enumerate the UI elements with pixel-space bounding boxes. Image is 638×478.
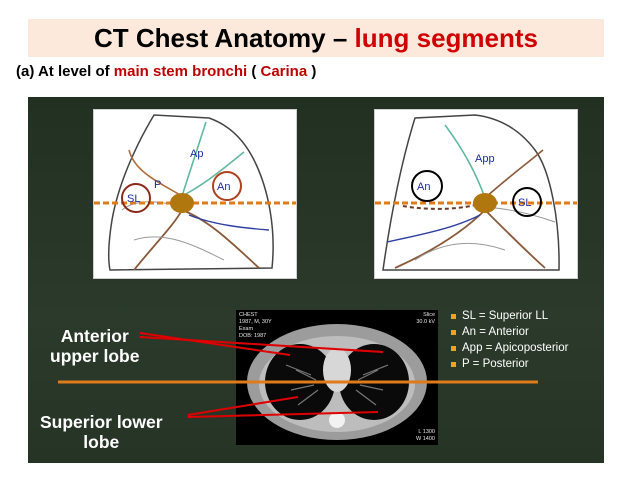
slide-panel: Ap P SL An App An SL: [28, 97, 604, 463]
left-dashed-fissure: [402, 204, 476, 210]
legend-item: P = Posterior: [451, 356, 568, 372]
ct-mediastinum: [323, 348, 351, 392]
right-fissure-2: [181, 121, 207, 197]
right-fissure-6: [188, 214, 270, 231]
left-fissure-5: [386, 214, 481, 243]
legend-item-label: P = Posterior: [462, 358, 529, 370]
left-lung-diagram-frame: App An SL: [374, 109, 578, 279]
callout-superior-line1: Superior lower: [40, 412, 163, 432]
an-circle: [212, 171, 242, 201]
carina-marker: [170, 193, 194, 213]
left-fissure-2: [484, 149, 544, 199]
title-accent: lung segments: [354, 22, 538, 53]
left-fissure-7: [494, 207, 556, 223]
subtitle-main-stem: main stem bronchi: [113, 63, 248, 80]
ct-overlay-line: L 1300: [418, 429, 435, 435]
carina-marker-left: [473, 193, 497, 213]
bullet-icon: [451, 329, 456, 335]
left-fissure-1: [444, 124, 486, 199]
ct-vessels-right: [285, 364, 319, 406]
callout-superior-line2: lobe: [83, 432, 120, 452]
subtitle: (a) At level of main stem bronchi ( Cari…: [16, 63, 316, 80]
ct-scan-image: CHEST 1987, M, 30Y Exam DOB: 1987 Slice …: [236, 310, 438, 445]
legend-item: App = Apicoposterior: [451, 340, 568, 356]
subtitle-paren-open: (: [247, 63, 261, 80]
bullet-icon: [451, 345, 456, 351]
ct-overlay-line: Exam: [239, 326, 254, 332]
legend-list: SL = Superior LL An = Anterior App = Api…: [451, 308, 568, 372]
label-sl: SL: [127, 193, 140, 205]
an-circle-left: [411, 170, 443, 202]
ct-overlay-line: 1987, M, 30Y: [239, 319, 272, 325]
label-an: An: [217, 181, 230, 193]
right-lung-diagram-frame: Ap P SL An: [93, 109, 297, 279]
title-bar: CT Chest Anatomy – lung segments: [28, 19, 604, 57]
label-ap: Ap: [190, 148, 203, 160]
callout-anterior-line2: upper lobe: [50, 346, 140, 366]
legend-item: SL = Superior LL: [451, 308, 568, 324]
bullet-icon: [451, 313, 456, 319]
left-fissure-4: [484, 209, 546, 269]
right-fissure-7: [133, 236, 225, 261]
legend-item-label: SL = Superior LL: [462, 310, 549, 322]
callout-anterior: Anterior upper lobe: [50, 326, 139, 366]
label-app: App: [475, 153, 495, 165]
ct-vessels-left: [355, 364, 389, 406]
ct-overlay-line: DOB: 1987: [239, 333, 267, 339]
ct-overlay-text-bottom: L 1300 W 1400: [416, 429, 435, 443]
callout-superior: Superior lower lobe: [40, 412, 163, 452]
ct-overlay-text-right: Slice 30.0 kV: [416, 312, 435, 326]
ct-right-lung: [265, 344, 335, 420]
sl-circle-left: [512, 187, 542, 217]
bullet-icon: [451, 361, 456, 367]
ct-spine: [329, 412, 345, 428]
ct-left-lung: [339, 344, 409, 420]
right-lung-outline: [107, 114, 274, 271]
callout-anterior-line1: Anterior: [60, 326, 129, 346]
ct-overlay-text-left: CHEST 1987, M, 30Y Exam DOB: 1987: [239, 312, 272, 340]
legend-item-label: App = Apicoposterior: [462, 342, 569, 354]
legend-item-label: An = Anterior: [462, 326, 529, 338]
left-fissure-6: [414, 242, 506, 261]
left-lung-outline: [382, 114, 560, 271]
ct-overlay-line: 30.0 kV: [416, 319, 435, 325]
legend-item: An = Anterior: [451, 324, 568, 340]
right-lung-diagram: Ap P SL An: [94, 114, 296, 271]
label-sl-left: SL: [518, 197, 531, 209]
sl-circle: [121, 183, 151, 213]
ct-overlay-line: Slice: [423, 312, 435, 318]
ct-overlay-line: W 1400: [416, 436, 435, 442]
left-lung-diagram: App An SL: [375, 114, 577, 271]
label-an-left: An: [417, 181, 430, 193]
right-fissure-5: [181, 209, 260, 269]
subtitle-paren-close: ): [307, 63, 317, 80]
subtitle-prefix: (a) At level of: [16, 63, 114, 80]
right-fissure-3: [181, 151, 245, 197]
subtitle-carina: Carina: [260, 63, 308, 80]
label-p: P: [154, 179, 161, 191]
ct-overlay-line: CHEST: [239, 312, 258, 318]
title-prefix: CT Chest Anatomy –: [93, 22, 355, 53]
right-fissure-1: [128, 149, 183, 197]
right-fissure-4: [133, 209, 183, 271]
